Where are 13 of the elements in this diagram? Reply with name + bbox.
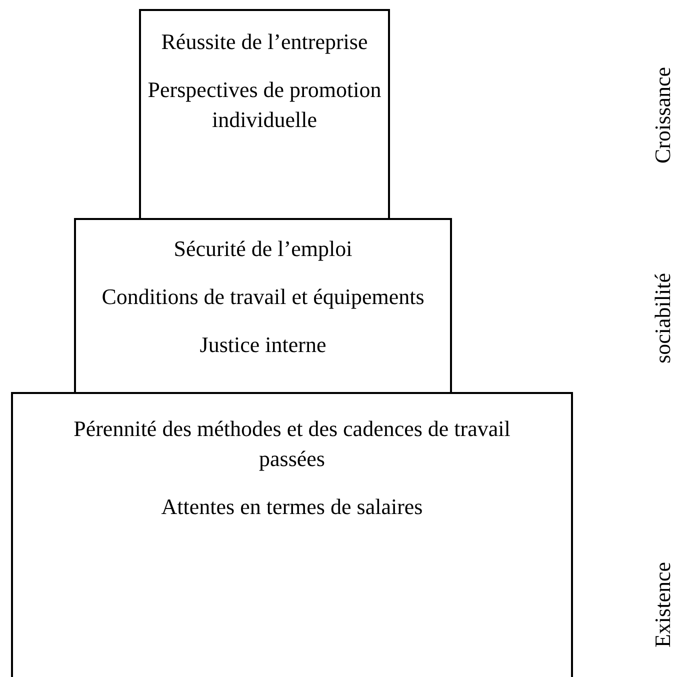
level-text: Perspectives de promotion individuelle bbox=[146, 76, 382, 134]
level-side-label: sociabilité bbox=[650, 273, 676, 364]
level-side-label: Existence bbox=[650, 562, 676, 648]
level-text: Réussite de l’entreprise bbox=[161, 28, 368, 56]
pyramid-level-box bbox=[11, 392, 573, 677]
level-text: Sécurité de l’emploi bbox=[174, 235, 352, 263]
level-text: Attentes en termes de salaires bbox=[161, 493, 423, 521]
level-text: Justice interne bbox=[200, 331, 326, 359]
level-text: Conditions de travail et équipements bbox=[102, 283, 424, 311]
level-side-label: Croissance bbox=[650, 66, 676, 164]
pyramid-level-box bbox=[74, 218, 452, 394]
pyramid-level-box bbox=[139, 9, 390, 220]
level-text: Pérennité des méthodes et des cadences de travail passées bbox=[72, 415, 512, 473]
